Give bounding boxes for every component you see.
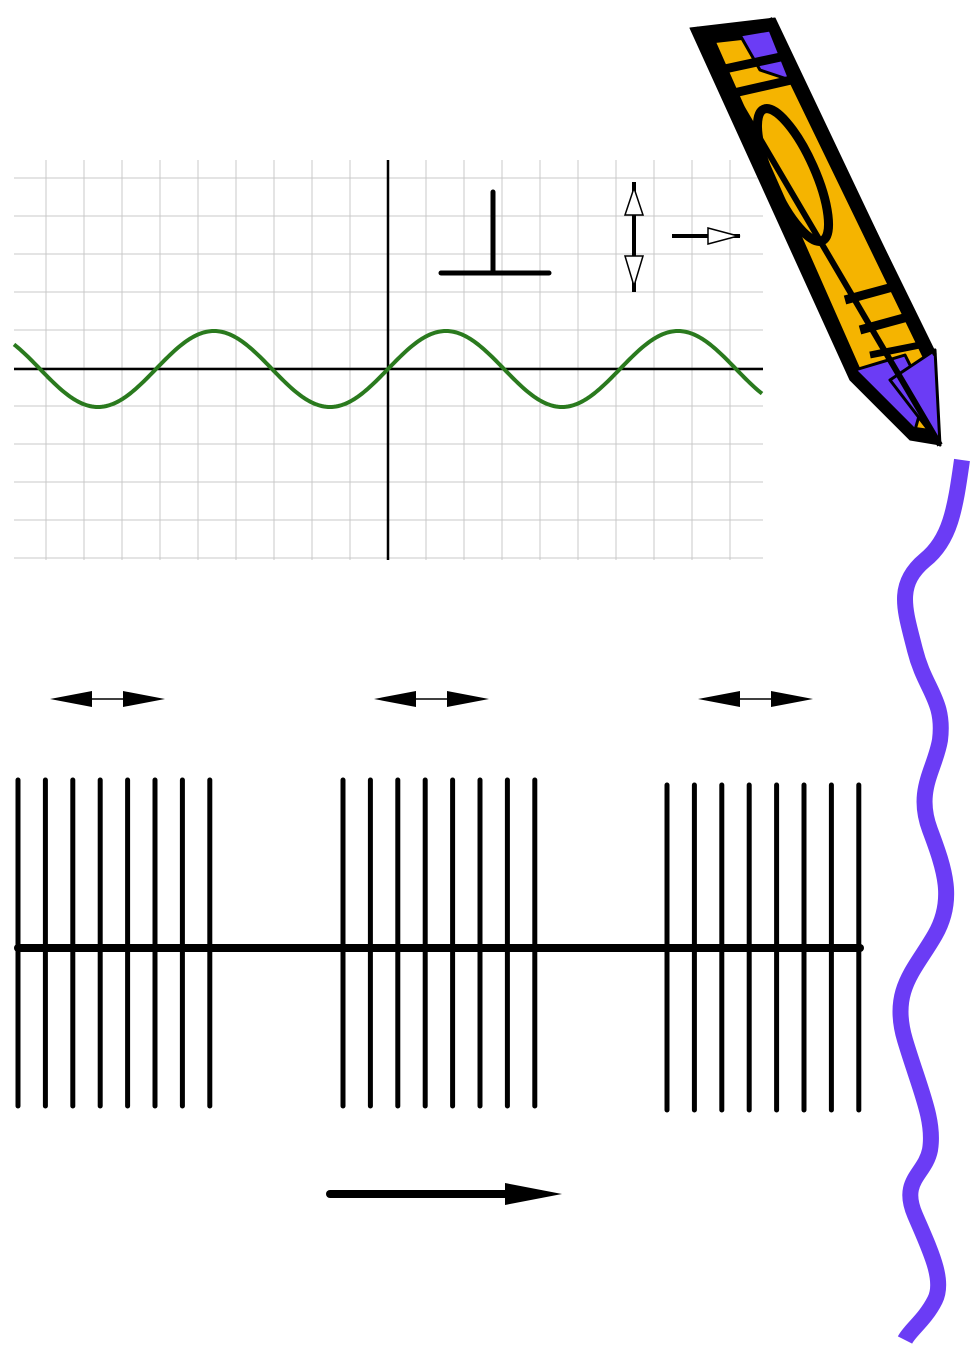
propagation-arrow bbox=[326, 1183, 562, 1205]
wavy-line-decoration bbox=[892, 458, 970, 1345]
compression-group bbox=[664, 782, 862, 1113]
pencil-icon bbox=[689, 17, 943, 447]
sine-wave bbox=[12, 328, 764, 410]
wavelength-arrows bbox=[50, 691, 813, 707]
vertical-double-arrow-icon bbox=[623, 182, 645, 292]
double-headed-arrow bbox=[50, 691, 165, 707]
right-arrow-icon bbox=[672, 227, 741, 245]
double-headed-arrow bbox=[374, 691, 489, 707]
double-headed-arrow bbox=[698, 691, 813, 707]
compression-groups bbox=[15, 777, 862, 1113]
compression-group bbox=[15, 777, 213, 1109]
perpendicular-icon bbox=[438, 189, 552, 276]
compression-group bbox=[340, 777, 538, 1109]
transverse-wave-graph bbox=[12, 160, 764, 560]
